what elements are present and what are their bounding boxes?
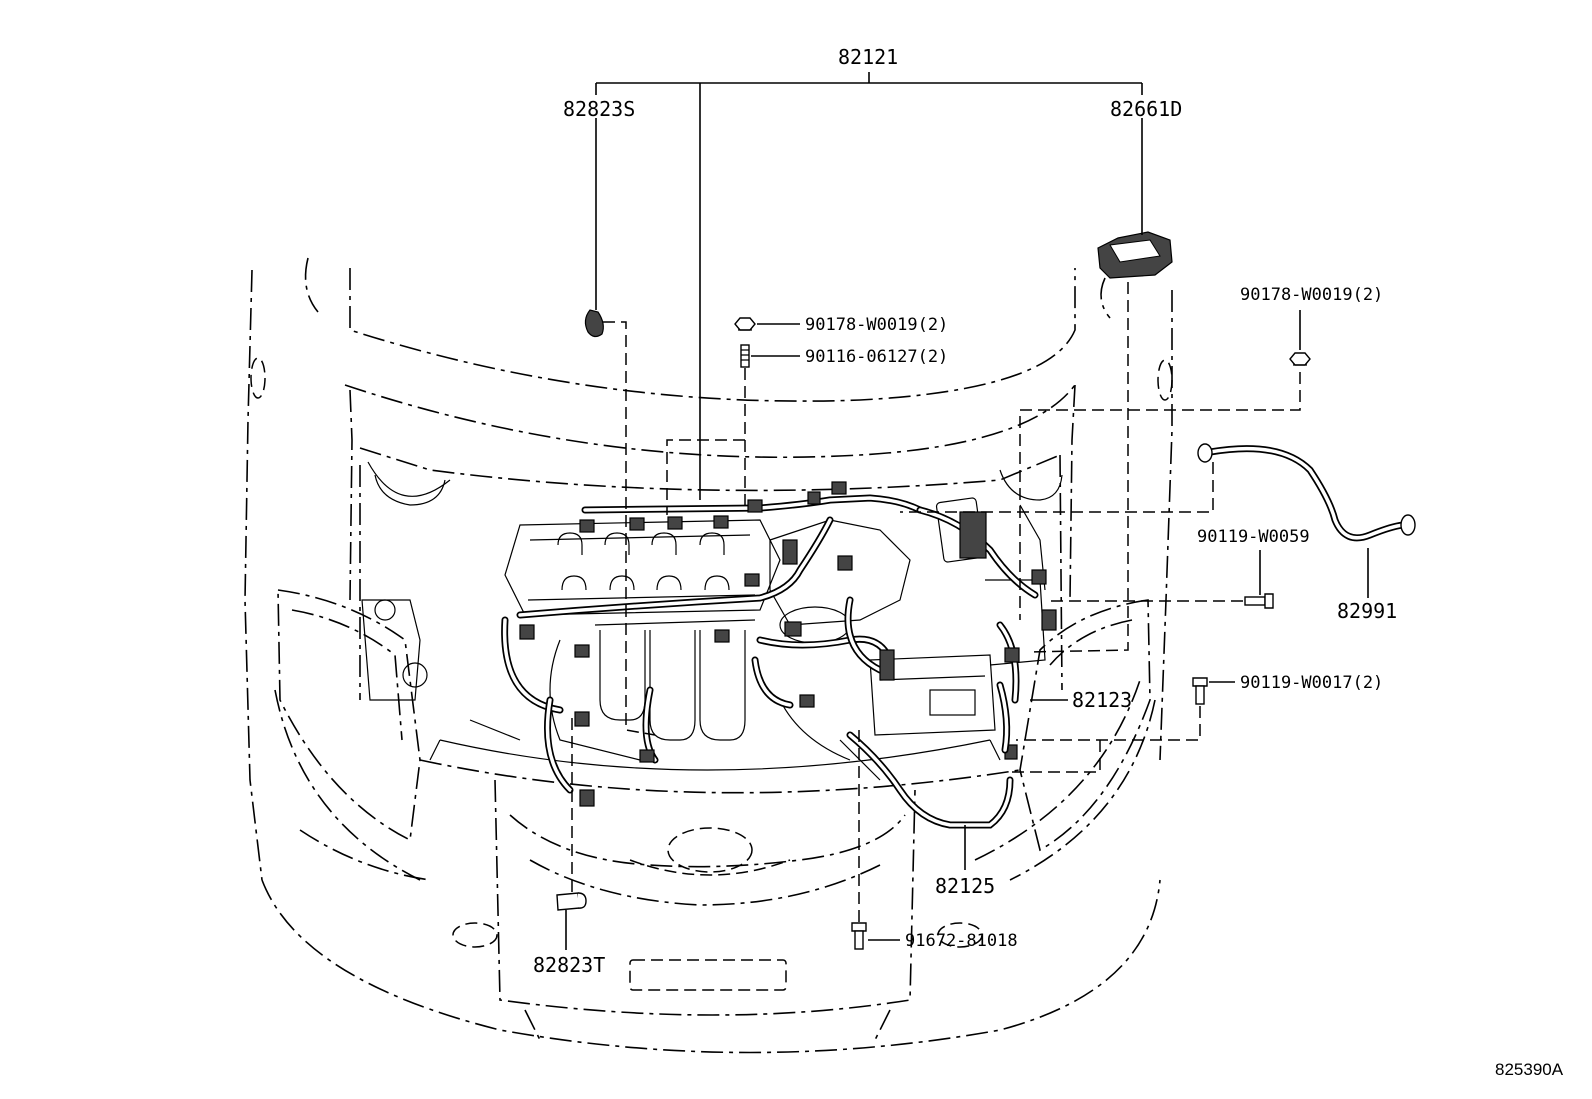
leader-lines [565, 72, 1369, 950]
label-90178-a: 90178-W0019(2) [805, 315, 948, 335]
label-90116: 90116-06127(2) [805, 347, 948, 367]
clamp-82823S [584, 309, 604, 338]
label-82123: 82123 [1072, 688, 1132, 712]
harness-connectors [519, 481, 1057, 807]
battery-cable-82125 [846, 731, 1014, 829]
nut-90178-b [1289, 352, 1311, 366]
ignition-coils [557, 532, 730, 591]
label-82661D: 82661D [1110, 97, 1182, 121]
battery [869, 654, 996, 736]
bolt-90119-W0059 [1244, 593, 1274, 609]
label-91672: 91672-81018 [905, 931, 1018, 951]
vehicle-body-outline [244, 257, 1173, 1054]
label-82823T: 82823T [533, 953, 605, 977]
label-82125: 82125 [935, 874, 995, 898]
label-82121: 82121 [838, 45, 898, 69]
intake-manifold [549, 619, 756, 761]
label-90178-b: 90178-W0019(2) [1240, 285, 1383, 305]
bolt-90119-W0017 [1192, 677, 1208, 705]
engine-wire-82123 [996, 681, 1011, 754]
engine-bay-components [361, 461, 1063, 781]
clamp-82823T [556, 892, 587, 911]
relay-block-82661D [1097, 231, 1173, 279]
bolt-91672 [851, 922, 867, 950]
main-engine-wire-harness [501, 494, 1039, 794]
ground-cable-82991 [1197, 443, 1416, 542]
diagram-reference-number: 825390A [1495, 1060, 1564, 1079]
label-90119-W0059: 90119-W0059 [1197, 527, 1310, 547]
part-labels: 82121 82823S 82661D 90178-W0019(2) 90116… [533, 45, 1397, 977]
label-82991: 82991 [1337, 599, 1397, 623]
stud-90116 [740, 344, 750, 368]
nut-90178-a [734, 317, 756, 331]
label-82823S: 82823S [563, 97, 635, 121]
label-90119-W0017: 90119-W0017(2) [1240, 673, 1383, 693]
